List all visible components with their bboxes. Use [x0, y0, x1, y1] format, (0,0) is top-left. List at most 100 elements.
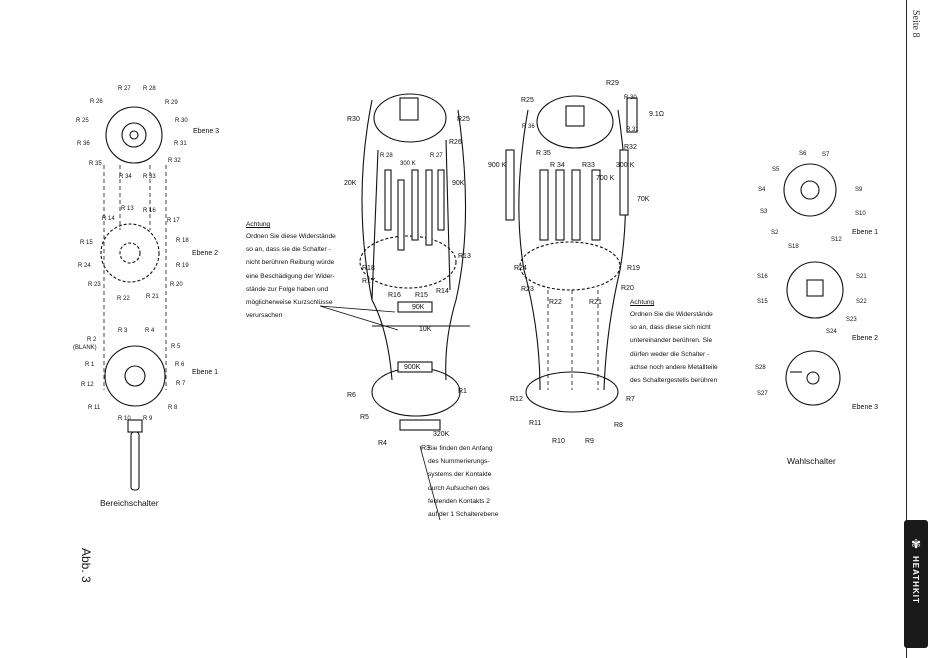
left-deck2-label: R 24 — [78, 263, 91, 269]
middle-label: R4 — [378, 440, 387, 447]
right-label: R 35 — [536, 150, 551, 157]
middle-label: R 28 — [380, 153, 393, 159]
selector-deck1-label: S3 — [760, 209, 768, 215]
left-deck3-label: R 28 — [143, 86, 156, 92]
middle-label: R6 — [347, 392, 356, 399]
left-deck2-label: R 16 — [143, 208, 156, 214]
middle-label: 20K — [344, 180, 357, 187]
right-label: R33 — [582, 162, 595, 169]
left-deck1-label: R 1 — [85, 362, 95, 368]
middle-assembly-drawing — [359, 93, 470, 431]
right-label: R21 — [589, 299, 602, 306]
right-label: R 34 — [550, 162, 565, 169]
right-label: R7 — [626, 396, 635, 403]
right-label: R23 — [521, 286, 534, 293]
right-label: R22 — [549, 299, 562, 306]
left-deck2-label: R 18 — [176, 238, 189, 244]
left-deck2-label: R 17 — [167, 218, 180, 224]
left-deck2-drawing — [100, 223, 160, 283]
right-label: R 36 — [522, 124, 535, 130]
left-deck1-label: R 3 — [118, 328, 128, 334]
right-label: R19 — [627, 265, 640, 272]
left-deck3-label: R 25 — [76, 118, 89, 124]
left-deck3-label: R 36 — [77, 141, 90, 147]
heathkit-logo — [904, 520, 928, 648]
middle-label: R 27 — [430, 153, 443, 159]
note2-title: Achtung — [630, 299, 655, 306]
left-deck1-name: Ebene 1 — [192, 369, 219, 376]
left-deck2-label: R 15 — [80, 240, 93, 246]
left-deck1-label: R 8 — [168, 405, 178, 411]
middle-label: R3 — [421, 445, 430, 452]
middle-label: R5 — [360, 414, 369, 421]
selector-caption: Wahlschalter — [787, 456, 836, 466]
selector-deck1-label: S10 — [855, 211, 866, 217]
selector-deck3-label: S28 — [755, 365, 766, 371]
middle-label: 90K — [452, 180, 465, 187]
left-deck1-label: R 2 — [87, 337, 97, 343]
middle-label: R15 — [415, 292, 428, 299]
right-label: 70K — [637, 196, 650, 203]
page-edge-rule — [906, 0, 907, 658]
left-deck1-label: R 4 — [145, 328, 155, 334]
middle-label: R14 — [436, 288, 449, 295]
left-deck2-label: R 22 — [117, 296, 130, 302]
left-deck2-label: R 14 — [102, 216, 115, 222]
selector-deck1-label: S4 — [758, 187, 766, 193]
middle-label: R1 — [458, 388, 467, 395]
note3-text: Sie finden den Anfang des Nummerierungs-… — [428, 445, 499, 519]
right-label: R10 — [552, 438, 565, 445]
left-deck2-label: R 19 — [176, 263, 189, 269]
middle-label: R25 — [457, 116, 470, 123]
left-deck3-label: R 30 — [175, 118, 188, 124]
selector-deck2-name: Ebene 2 — [852, 335, 879, 342]
selector-deck1-label: S2 — [771, 230, 779, 236]
middle-label: R26 — [449, 139, 462, 146]
left-deck2-label: R 21 — [146, 294, 159, 300]
left-deck2-label: R 13 — [121, 206, 134, 212]
selector-deck1-label: S12 — [831, 237, 842, 243]
selector-deck1-label: S18 — [788, 244, 799, 250]
middle-label: R16 — [388, 292, 401, 299]
middle-label: R30 — [347, 116, 360, 123]
right-label: R 31 — [626, 127, 639, 133]
middle-label: 300 K — [400, 161, 416, 167]
left-deck1-drawing — [104, 345, 166, 491]
middle-label: 10K — [419, 326, 432, 333]
left-deck2-name: Ebene 2 — [192, 250, 219, 257]
left-deck3-label: R 33 — [143, 174, 156, 180]
left-deck1-label: R 10 — [118, 416, 131, 422]
right-label: R9 — [585, 438, 594, 445]
selector-deck2-label: S22 — [856, 299, 867, 305]
left-deck3-label: R 35 — [89, 161, 102, 167]
left-deck3-name: Ebene 3 — [193, 128, 220, 135]
selector-deck2-label: S21 — [856, 274, 867, 280]
note1-text: Ordnen Sie diese Widerstände so an, dass… — [246, 233, 336, 320]
right-label: R8 — [614, 422, 623, 429]
left-deck3-label: R 29 — [165, 100, 178, 106]
middle-label: 900K — [404, 364, 421, 371]
right-label: 900 K — [488, 162, 507, 169]
left-deck3-label: R 31 — [174, 141, 187, 147]
right-label: 300 K — [616, 162, 635, 169]
selector-deck3-name: Ebene 3 — [852, 404, 879, 411]
selector-drawing — [783, 163, 844, 406]
left-deck3-label: R 26 — [90, 99, 103, 105]
right-label: R29 — [606, 80, 619, 87]
middle-label: R18 — [362, 265, 375, 272]
left-deck1-label: (BLANK) — [73, 345, 97, 351]
logo-emblem-icon: ✾ — [910, 537, 922, 551]
left-deck1-label: R 6 — [175, 362, 185, 368]
left-deck1-label: R 9 — [143, 416, 153, 422]
selector-deck2-label: S24 — [826, 329, 837, 335]
left-deck3-label: R 34 — [119, 174, 132, 180]
right-label: R 30 — [624, 95, 637, 101]
selector-deck3-label: S27 — [757, 391, 768, 397]
left-deck3-label: R 32 — [168, 158, 181, 164]
selector-deck1-label: S6 — [799, 151, 807, 157]
middle-label: R13 — [458, 253, 471, 260]
middle-label: R17 — [362, 278, 375, 285]
right-label: 700 K — [596, 175, 615, 182]
